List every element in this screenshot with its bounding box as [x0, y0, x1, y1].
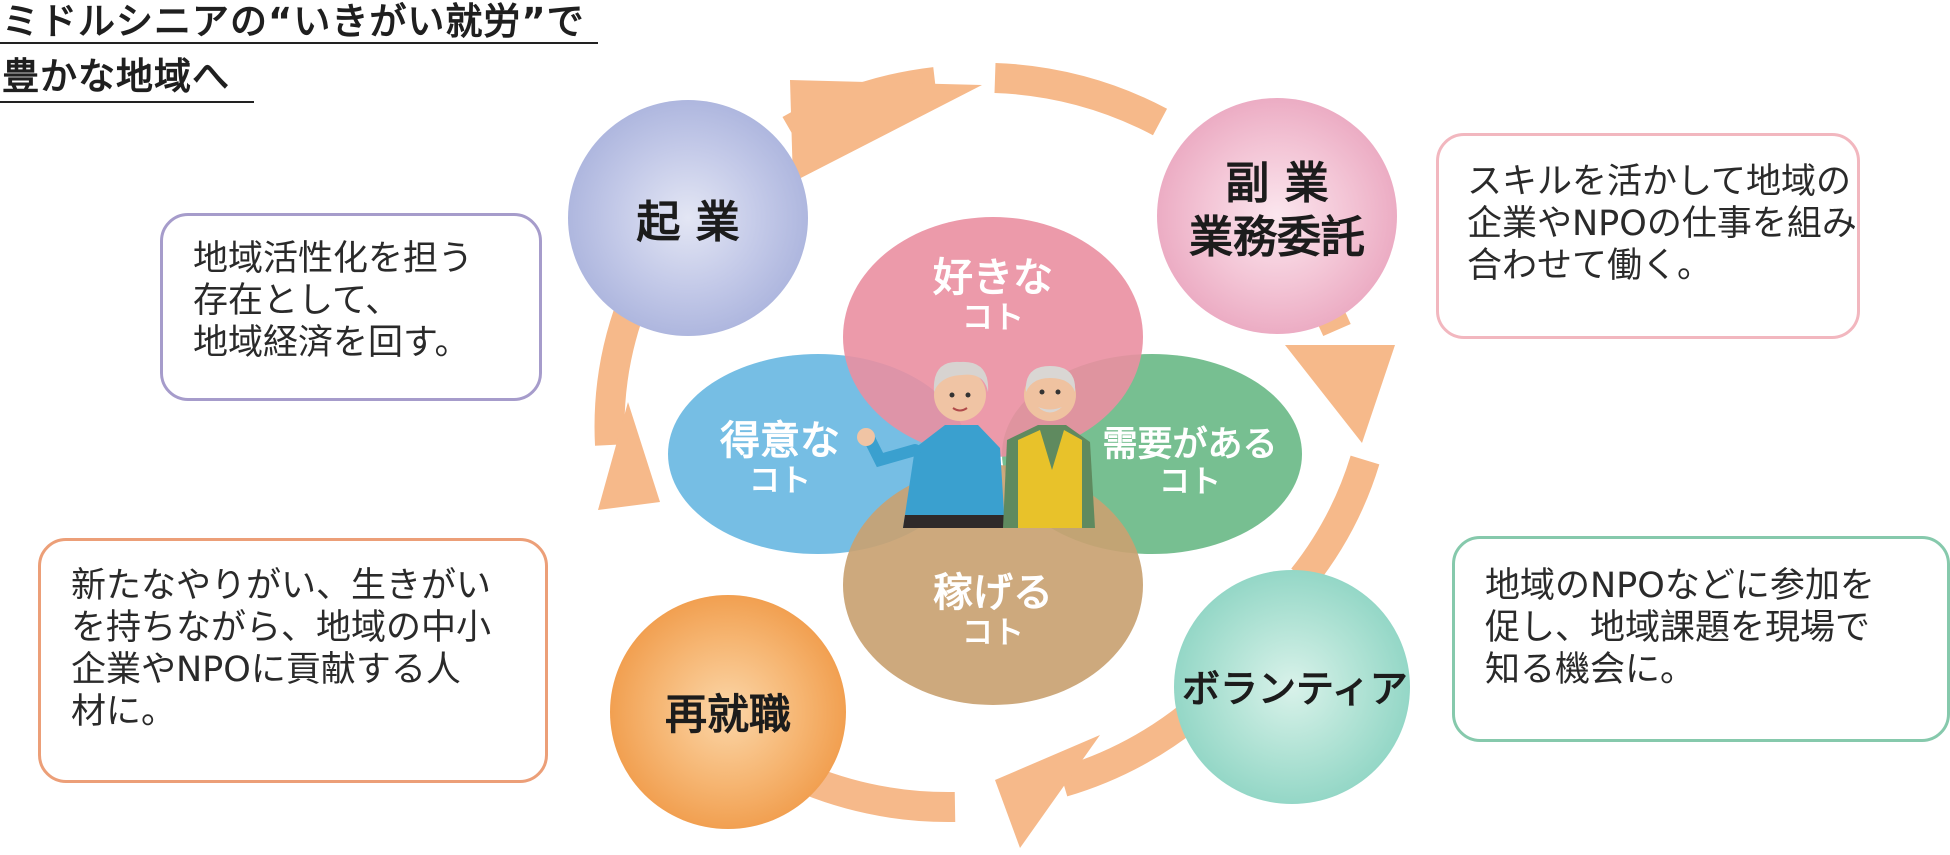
arrow-top-right [994, 63, 1168, 136]
desc-saishushoku-line: 新たなやりがい、生きがい [71, 566, 492, 606]
desc-saishushoku-line: 材に。 [71, 692, 177, 732]
arrow-bottom-to-saishushoku [802, 766, 956, 823]
title-line-1: ミドルシニアの“いきがい就労”で [2, 0, 585, 43]
desc-volunteer-line: 地域のNPOなどに参加を [1485, 566, 1875, 606]
senior-couple-illustration [857, 361, 1095, 528]
desc-box-kigyo: 地域活性化を担う 存在として、 地域経済を回す。 [160, 213, 542, 401]
arrowhead-left [598, 402, 660, 510]
petal-label-kasegu-sub: コト [962, 615, 1024, 651]
title-underline-2 [0, 101, 254, 103]
petal-label-juyo-main: 需要がある [1102, 425, 1278, 465]
petal-label-suki-sub: コト [962, 300, 1024, 336]
petal-label-suki-main: 好きな [933, 255, 1053, 301]
cycle-circle-fukugyo [1157, 98, 1397, 334]
petal-label-tokui-main: 得意な [720, 418, 840, 464]
petal-label-tokui: 得意な コト [700, 418, 860, 500]
label-fukugyo-line1: 副 業 [1225, 158, 1329, 209]
desc-volunteer-line: 知る機会に。 [1485, 650, 1696, 690]
desc-fukugyo-line: スキルを活かして地域の [1467, 162, 1851, 202]
title-line-2: 豊かな地域へ [2, 55, 230, 98]
desc-volunteer-line: 促し、地域課題を現場で [1485, 608, 1871, 648]
cycle-arrowheads [598, 80, 1395, 848]
desc-saishushoku-line: 企業やNPOに貢献する人 [71, 650, 461, 690]
arrowhead-right [1285, 345, 1395, 443]
desc-box-saishushoku: 新たなやりがい、生きがい を持ちながら、地域の中小 企業やNPOに貢献する人 材… [38, 538, 548, 783]
arrowhead-bottom [995, 735, 1100, 848]
petal-label-kasegu: 稼げる コト [903, 570, 1083, 652]
label-fukugyo-line2: 業務委託 [1189, 211, 1365, 263]
arrow-volunteer-to-bottom [1058, 704, 1200, 797]
desc-fukugyo-line: 合わせて働く。 [1467, 246, 1713, 286]
petal-label-tokui-sub: コト [749, 463, 811, 499]
desc-saishushoku-line: を持ちながら、地域の中小 [71, 608, 492, 648]
cycle-circle-volunteer [1174, 570, 1410, 804]
arrowhead-top [790, 80, 982, 182]
arrow-right-to-volunteer [1291, 455, 1380, 588]
petal-label-juyo-sub: コト [1159, 464, 1221, 501]
desc-kigyo-line: 地域経済を回す。 [193, 323, 470, 363]
petal-label-kasegu-main: 稼げる [933, 570, 1053, 616]
label-kigyo: 起 業 [636, 197, 740, 248]
title-underline-1 [0, 42, 598, 44]
desc-kigyo-line: 地域活性化を担う [193, 239, 474, 279]
petal-suki [843, 217, 1143, 457]
cycle-circle-kigyo [568, 100, 808, 336]
label-volunteer: ボランティア [1182, 667, 1408, 711]
label-saishushoku: 再就職 [664, 690, 791, 739]
desc-kigyo-line: 存在として、 [193, 281, 401, 321]
cycle-circle-saishushoku [610, 595, 846, 829]
petal-label-juyo: 需要がある コト [1095, 425, 1285, 501]
desc-fukugyo-line: 企業やNPOの仕事を組み [1467, 204, 1857, 244]
desc-box-volunteer: 地域のNPOなどに参加を 促し、地域課題を現場で 知る機会に。 [1452, 536, 1950, 742]
petal-label-suki: 好きな コト [903, 255, 1083, 337]
label-fukugyo: 副 業 業務委託 [1177, 157, 1377, 264]
desc-box-fukugyo: スキルを活かして地域の 企業やNPOの仕事を組み 合わせて働く。 [1436, 133, 1860, 339]
